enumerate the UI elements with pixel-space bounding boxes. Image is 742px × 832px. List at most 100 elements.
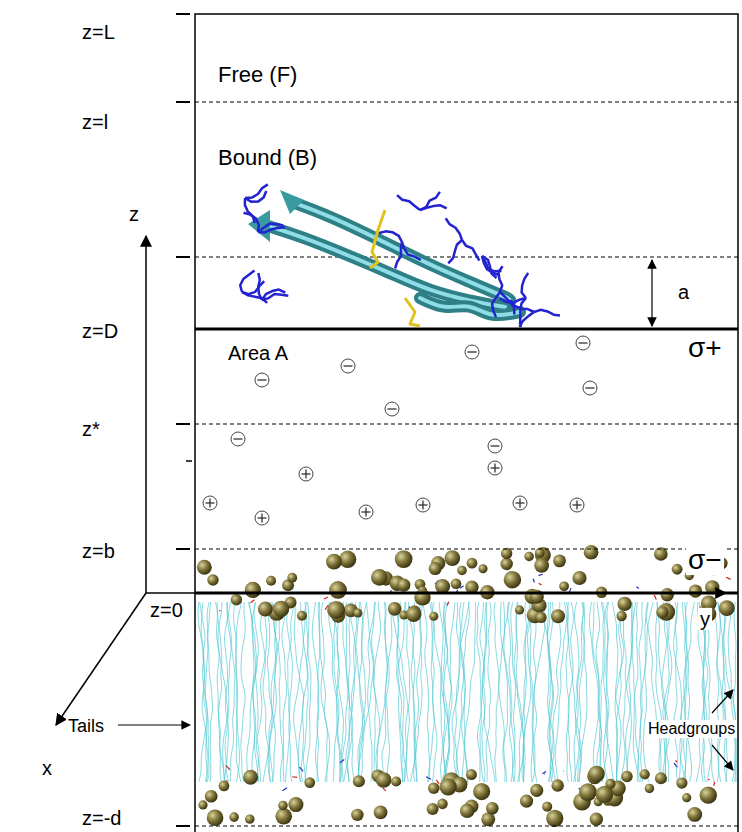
lipid-tail [225, 602, 231, 782]
cation-symbol [299, 467, 313, 481]
headgroup-sphere [388, 602, 402, 616]
lipid-tail [455, 602, 460, 782]
anion-symbol [231, 432, 245, 446]
lipid-tail [657, 602, 669, 782]
headgroup-sphere [588, 766, 605, 783]
headgroup-sphere [374, 806, 388, 820]
lipid-tail [271, 602, 283, 782]
lipid-tail [414, 602, 422, 782]
anion-symbol [385, 402, 399, 416]
lipid-tail [294, 602, 307, 782]
plus-sign [305, 470, 306, 479]
headgroup-sphere [207, 574, 218, 585]
minus-sign [579, 342, 588, 343]
headgroup-sphere [596, 786, 613, 803]
headgroup-sphere [198, 800, 207, 809]
charged-plane [195, 328, 738, 331]
lipid-tail [522, 602, 532, 782]
headgroup-sphere [243, 770, 258, 785]
lipid-tail [620, 602, 635, 782]
lipid-tail [623, 602, 630, 782]
headgroup-sphere [687, 807, 702, 822]
lipid-tail [217, 602, 222, 782]
side-chain-bond [244, 213, 259, 232]
atom-bond [300, 767, 304, 771]
axis-tick [186, 460, 192, 462]
headgroup-sphere [427, 803, 439, 815]
lipid-tail [398, 602, 405, 782]
lipid-tail [330, 602, 343, 782]
side-chain [258, 273, 288, 300]
atom-bond [726, 577, 731, 579]
ion-circle [385, 402, 399, 416]
charge-density-label: σ+ [686, 333, 724, 363]
dashed-boundary [195, 549, 738, 550]
side-chain-bond [379, 231, 402, 242]
axis-label: z=0 [148, 599, 185, 621]
ion-circle [231, 432, 245, 446]
atom-bond [674, 763, 677, 767]
lipid-tail [462, 602, 475, 782]
side-chain-bond [510, 300, 534, 312]
minus-sign [468, 351, 477, 352]
headgroup-sphere [440, 778, 457, 795]
axis-tick [176, 13, 190, 15]
lipid-tail [241, 602, 246, 782]
ribbon-strand [292, 202, 510, 307]
lipid-tail [733, 602, 735, 782]
headgroup-sphere [329, 581, 347, 599]
headgroup-sphere [266, 576, 276, 586]
side-chain [446, 218, 480, 263]
ion-circle [513, 496, 527, 510]
lipid-tail [593, 602, 599, 782]
dashed-boundary [195, 826, 738, 827]
headgroup-sphere [553, 554, 566, 567]
headgroup-sphere [297, 611, 307, 621]
ion-circle [416, 498, 430, 512]
atom-bond [219, 610, 220, 611]
plus-sign [422, 501, 423, 510]
axis-label: y [698, 608, 712, 630]
headgroup-sphere [391, 776, 401, 786]
headgroup-sphere [590, 813, 603, 826]
headgroup-sphere [245, 814, 254, 823]
lipid-tail [342, 602, 353, 782]
headgroup-sphere [542, 802, 552, 812]
lipid-tail [533, 602, 545, 782]
lipid-tail [603, 602, 614, 782]
lipid-tail [247, 602, 259, 782]
side-chain-bond [258, 273, 262, 300]
headgroup-sphere [197, 560, 212, 575]
lipid-tail [393, 602, 410, 782]
headgroup-sphere [288, 797, 303, 812]
lipid-tail [341, 602, 353, 782]
lipid-tail [359, 602, 367, 782]
headgroup-sphere [371, 569, 388, 586]
axis-label: z=D [80, 320, 120, 342]
headgroup-sphere [429, 612, 438, 621]
ion-circle [570, 498, 584, 512]
lipid-tail [712, 602, 723, 782]
minus-sign [586, 387, 595, 388]
lipid-tail [315, 602, 320, 782]
part-label: Headgroups [646, 720, 737, 738]
headgroup-sphere [278, 801, 288, 811]
anion-symbol [465, 345, 479, 359]
headgroup-sphere [572, 571, 586, 585]
lipid-tail [566, 602, 573, 782]
plus-sign [209, 499, 210, 508]
anion-symbol [255, 373, 269, 387]
minus-sign [234, 438, 243, 439]
lipid-tail [527, 602, 533, 782]
minus-sign [388, 408, 397, 409]
anion-symbol [488, 439, 502, 453]
dimension-arrow [651, 260, 652, 326]
lipid-tails [198, 602, 736, 782]
headgroup-sphere [515, 605, 524, 614]
ion-circle [576, 336, 590, 350]
lipid-tail [256, 602, 266, 782]
side-chain [397, 192, 447, 210]
lipid-tail [423, 602, 430, 782]
lipid-tail [224, 602, 230, 782]
